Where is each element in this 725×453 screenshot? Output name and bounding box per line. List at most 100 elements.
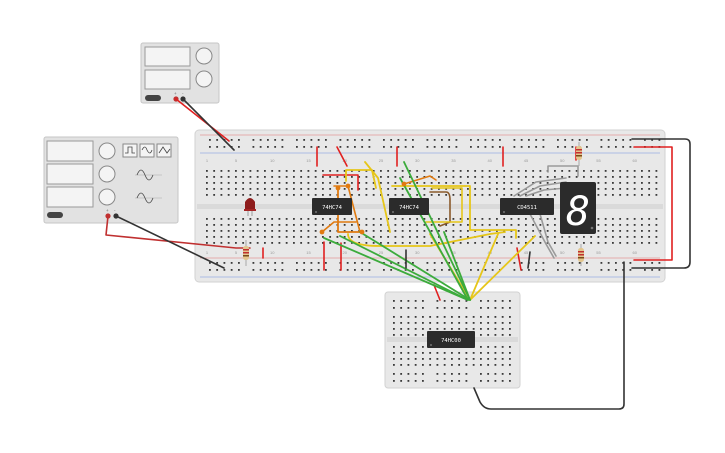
triangle-wave-button[interactable] bbox=[156, 143, 172, 158]
wire-rail-loop-red[interactable] bbox=[633, 146, 673, 261]
decimal-point bbox=[590, 226, 594, 230]
square-wave-button[interactable] bbox=[122, 143, 138, 158]
generator-switch[interactable] bbox=[47, 212, 63, 218]
wire-gen-positive[interactable] bbox=[105, 215, 251, 249]
wire-red-5[interactable] bbox=[322, 174, 359, 191]
current-knob[interactable] bbox=[195, 70, 213, 88]
triangle-wave-icon bbox=[158, 146, 171, 154]
chip-notch bbox=[430, 344, 432, 346]
frequency-display bbox=[46, 140, 94, 162]
svg-text:35: 35 bbox=[451, 158, 456, 163]
chip-notch bbox=[315, 211, 317, 213]
svg-text:15: 15 bbox=[306, 158, 311, 163]
chip-u4[interactable]: 74HC00 bbox=[427, 331, 475, 348]
wire-red-7[interactable] bbox=[433, 284, 441, 301]
svg-text:40: 40 bbox=[488, 158, 493, 163]
chip-u3[interactable]: CD4511 bbox=[500, 198, 554, 215]
chip-label: CD4511 bbox=[517, 205, 537, 211]
svg-text:1: 1 bbox=[206, 250, 209, 255]
chip-u1[interactable]: 74HC74 bbox=[312, 198, 352, 215]
svg-text:10: 10 bbox=[270, 250, 275, 255]
svg-text:60: 60 bbox=[633, 250, 638, 255]
square-wave-icon bbox=[125, 146, 135, 154]
voltage-display bbox=[144, 46, 191, 67]
generator-negative-label: - bbox=[114, 208, 116, 213]
wire-red-2[interactable] bbox=[336, 146, 348, 167]
wire-green-1[interactable] bbox=[403, 161, 471, 301]
led[interactable] bbox=[244, 198, 256, 216]
frequency-knob[interactable] bbox=[98, 142, 116, 160]
sine-wave-button[interactable] bbox=[139, 143, 155, 158]
svg-text:1: 1 bbox=[206, 158, 209, 163]
svg-text:5: 5 bbox=[235, 250, 238, 255]
svg-text:45: 45 bbox=[524, 158, 529, 163]
wire-red-8[interactable] bbox=[516, 247, 522, 271]
power-supply[interactable]: + - bbox=[140, 42, 220, 104]
wires[interactable] bbox=[105, 98, 691, 410]
wire-power-negative[interactable] bbox=[182, 98, 235, 151]
wire-black-2[interactable] bbox=[527, 251, 531, 269]
wire-orange-3[interactable] bbox=[321, 221, 357, 233]
generator-positive-label: + bbox=[106, 208, 109, 213]
chip-notch bbox=[503, 211, 505, 213]
negative-terminal-label: - bbox=[182, 91, 184, 96]
wire-yellow-2[interactable] bbox=[364, 161, 391, 233]
chip-label: 74HC74 bbox=[322, 205, 343, 211]
wire-gray-1[interactable] bbox=[519, 181, 567, 197]
svg-text:55: 55 bbox=[596, 158, 601, 163]
wire-rail-loop-black[interactable] bbox=[631, 138, 691, 269]
waveform-preview-1 bbox=[135, 169, 162, 181]
current-display bbox=[144, 69, 191, 90]
wire-small-bb-ground[interactable] bbox=[473, 261, 625, 410]
wire-green-4[interactable] bbox=[339, 235, 469, 301]
wire-yellow-3[interactable] bbox=[391, 185, 517, 239]
center-channel bbox=[197, 204, 663, 209]
amplitude-display bbox=[46, 163, 94, 185]
wire-gray-4[interactable] bbox=[547, 165, 579, 177]
wire-gray-2[interactable] bbox=[525, 187, 567, 197]
wire-yellow-1[interactable] bbox=[345, 169, 377, 189]
wire-power-positive[interactable] bbox=[175, 98, 230, 142]
voltage-knob[interactable] bbox=[195, 47, 213, 65]
chip-label: 74HC74 bbox=[399, 205, 420, 211]
wire-gray-5[interactable] bbox=[539, 213, 557, 257]
svg-text:30: 30 bbox=[415, 250, 420, 255]
svg-text:45: 45 bbox=[524, 250, 529, 255]
wire-gray-6[interactable] bbox=[529, 213, 555, 259]
resistor-1[interactable] bbox=[243, 240, 249, 266]
resistor-3[interactable] bbox=[578, 244, 584, 266]
wire-green-3[interactable] bbox=[323, 237, 469, 301]
function-generator[interactable]: + - bbox=[43, 136, 179, 224]
wire-yellow-4[interactable] bbox=[347, 231, 506, 247]
display-digit: 8 bbox=[566, 189, 590, 235]
sine-wave-icon bbox=[141, 146, 153, 154]
svg-text:20: 20 bbox=[343, 250, 348, 255]
svg-text:15: 15 bbox=[306, 250, 311, 255]
chip-notch bbox=[392, 211, 394, 213]
offset-knob[interactable] bbox=[98, 188, 116, 206]
small-breadboard-holes bbox=[393, 300, 511, 382]
column-labels: 1155101015152020252530303535404045455050… bbox=[206, 158, 638, 255]
wire-yellow-5[interactable] bbox=[425, 187, 463, 223]
svg-text:55: 55 bbox=[596, 250, 601, 255]
amplitude-knob[interactable] bbox=[98, 165, 116, 183]
wire-green-6[interactable] bbox=[443, 231, 471, 301]
chip-u2[interactable]: 74HC74 bbox=[389, 198, 429, 215]
svg-text:25: 25 bbox=[379, 158, 384, 163]
svg-text:60: 60 bbox=[633, 158, 638, 163]
wire-yellow-7[interactable] bbox=[469, 233, 499, 301]
wire-gen-negative[interactable] bbox=[115, 215, 225, 269]
wire-yellow-6[interactable] bbox=[469, 235, 536, 301]
seven-segment-display[interactable]: 8 bbox=[560, 182, 596, 235]
wire-brown-1[interactable] bbox=[429, 191, 451, 227]
chip-label: 74HC00 bbox=[441, 338, 461, 344]
power-switch[interactable] bbox=[145, 95, 161, 101]
svg-text:50: 50 bbox=[560, 250, 565, 255]
svg-text:25: 25 bbox=[379, 250, 384, 255]
positive-terminal-label: + bbox=[174, 91, 177, 96]
svg-text:5: 5 bbox=[235, 158, 238, 163]
wire-gray-3[interactable] bbox=[513, 177, 567, 197]
wire-green-5[interactable] bbox=[359, 231, 471, 301]
resistor-2[interactable] bbox=[576, 142, 582, 166]
